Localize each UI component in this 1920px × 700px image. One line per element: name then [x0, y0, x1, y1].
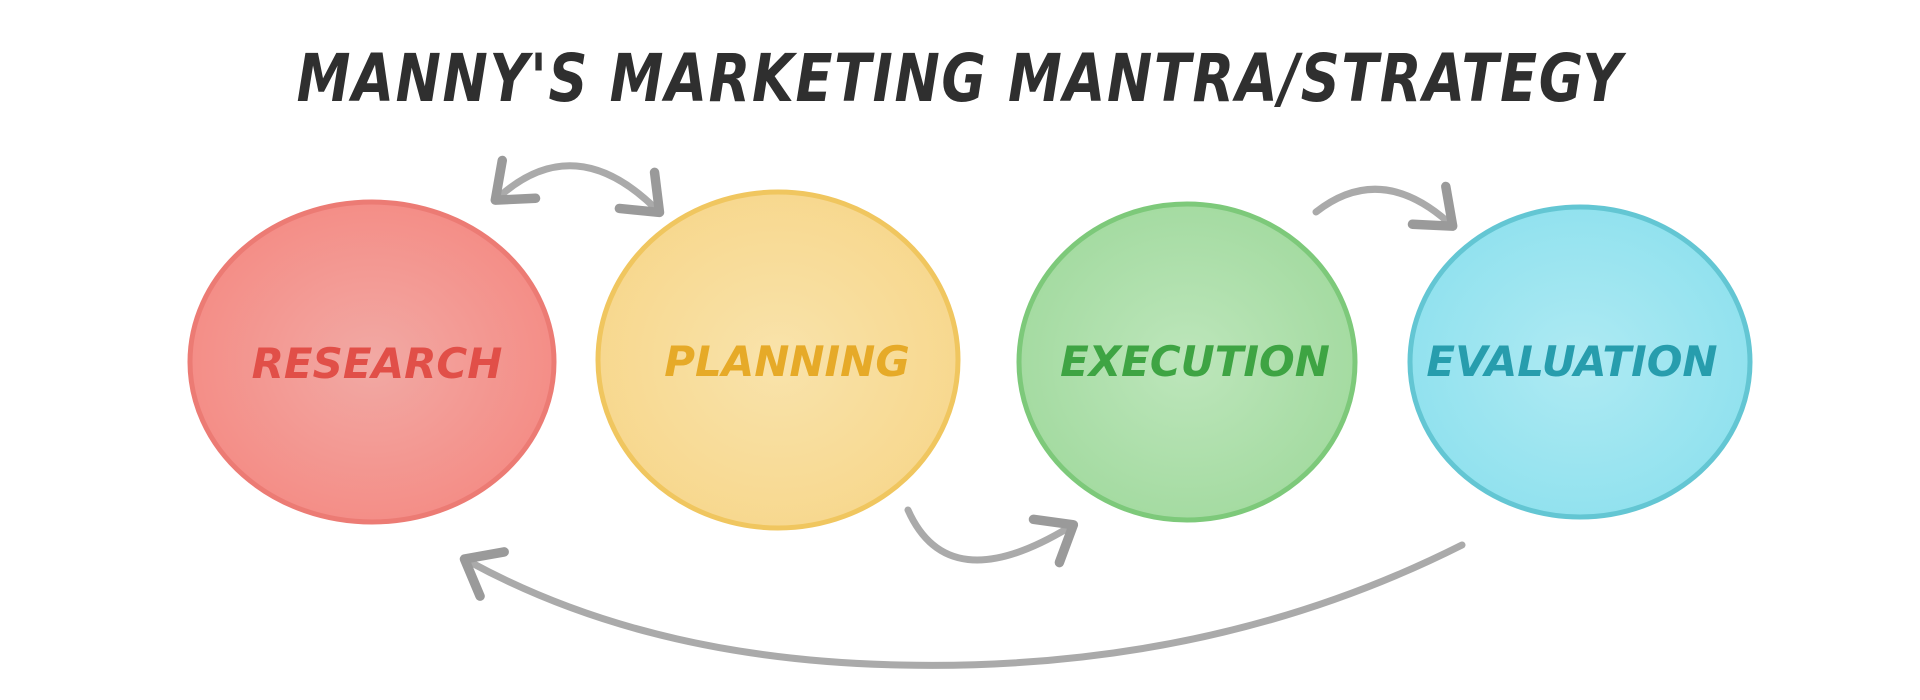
- node-execution: EXECUTION: [1016, 201, 1358, 523]
- arrow-research-planning-icon: [490, 155, 665, 218]
- arrow-planning-execution-icon: [904, 506, 1079, 568]
- diagram-title: MANNY'S MARKETING MANTRA/STRATEGY: [296, 40, 1624, 117]
- node-evaluation: EVALUATION: [1407, 204, 1753, 520]
- node-label-execution: EXECUTION: [1060, 337, 1330, 386]
- arrow-execution-evaluation-icon: [1312, 181, 1458, 231]
- arrow-evaluation-research-icon: [459, 541, 1466, 669]
- node-label-research: RESEARCH: [252, 339, 503, 388]
- node-research: RESEARCH: [187, 199, 557, 525]
- node-planning: PLANNING: [595, 189, 961, 531]
- node-label-planning: PLANNING: [664, 337, 910, 386]
- node-label-evaluation: EVALUATION: [1426, 337, 1717, 386]
